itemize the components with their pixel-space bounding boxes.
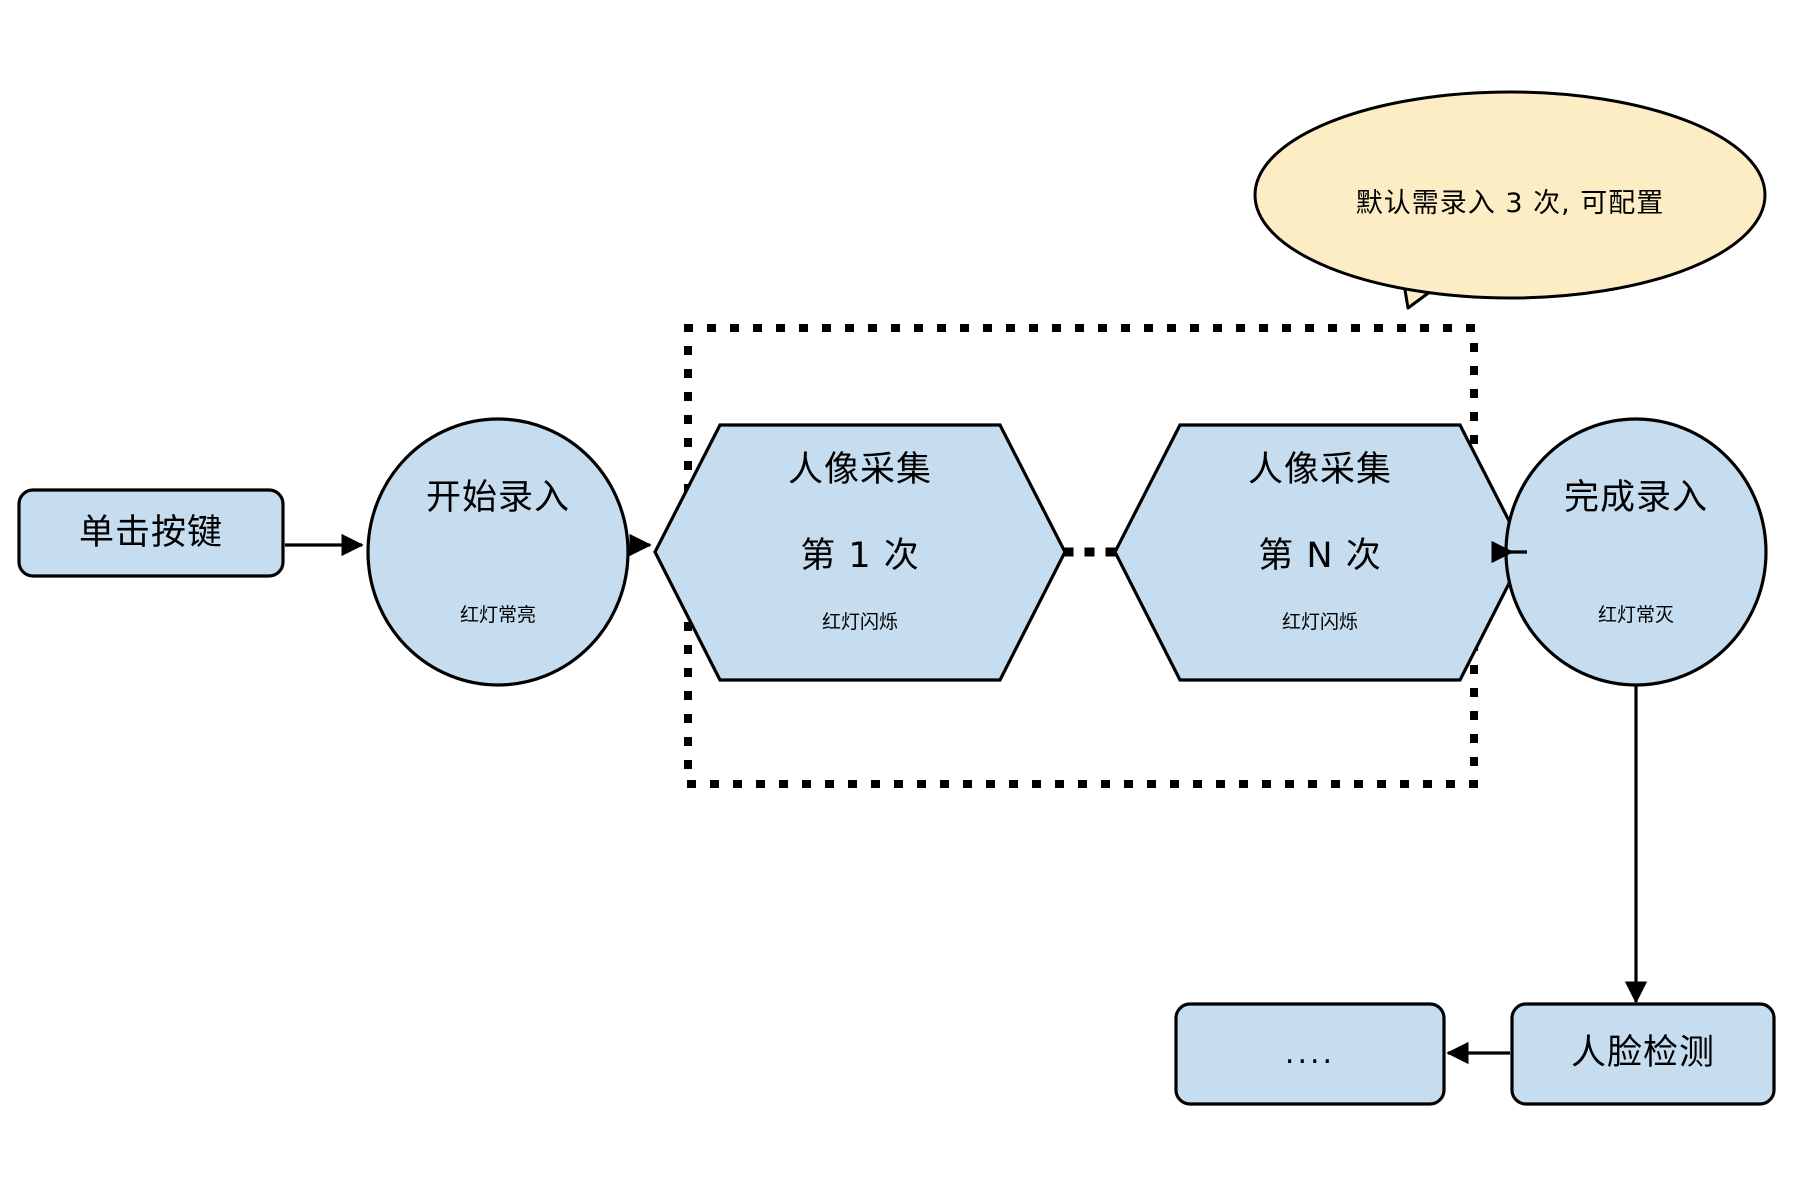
- node-finish-enroll-shape[interactable]: [1504, 417, 1768, 687]
- node-more-shape[interactable]: [1174, 1002, 1446, 1106]
- node-click-key-shape[interactable]: [17, 488, 285, 578]
- node-capture-nth-shape[interactable]: [1113, 423, 1527, 682]
- node-start-enroll-shape[interactable]: [366, 417, 630, 687]
- callout-bubble: [1253, 90, 1767, 300]
- node-face-detect-shape[interactable]: [1510, 1002, 1776, 1106]
- node-capture-first-shape[interactable]: [653, 423, 1067, 682]
